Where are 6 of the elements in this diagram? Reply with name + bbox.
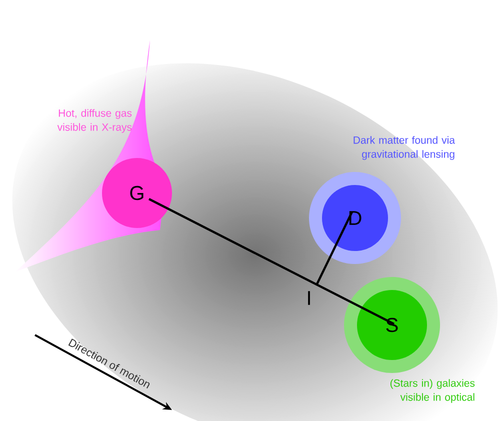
- node-label: (Stars in) galaxies visible in optical: [390, 379, 475, 403]
- node-label: Dark matter found via gravitational lensing: [354, 136, 455, 160]
- point-label: I: [308, 291, 310, 305]
- node-label: Hot, diffuse gas visible in X-rays: [57, 109, 132, 133]
- connector-line: [316, 212, 353, 284]
- connector-line: [148, 198, 394, 325]
